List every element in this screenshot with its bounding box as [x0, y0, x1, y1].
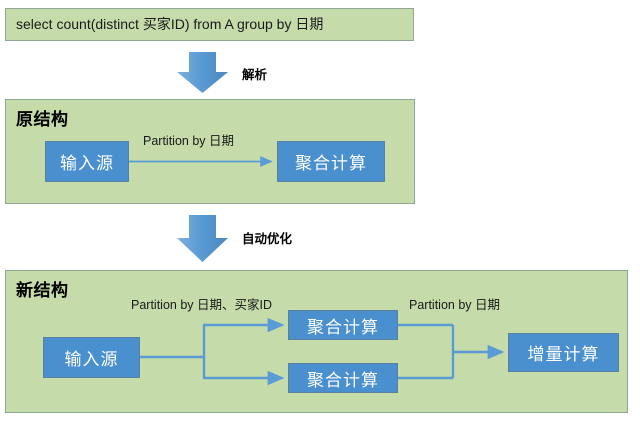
original-structure-title: 原结构 [16, 110, 69, 129]
new-partition-date-label: Partition by 日期 [409, 298, 501, 312]
auto-optimize-down-arrow-icon [177, 215, 228, 262]
new-incremental-compute-node: 增量计算 [508, 333, 619, 372]
original-aggregate-node: 聚合计算 [277, 141, 385, 182]
new-aggregate-top-node: 聚合计算 [288, 310, 398, 340]
sql-statement-text: select count(distinct 买家ID) from A group… [16, 16, 324, 32]
auto-optimize-step-label: 自动优化 [242, 232, 293, 246]
original-partition-label: Partition by 日期 [143, 134, 235, 148]
new-partition-date-buyer-label: Partition by 日期、买家ID [131, 298, 273, 312]
new-structure-title: 新结构 [16, 281, 69, 300]
parse-down-arrow-icon [177, 52, 228, 93]
sql-statement-box: select count(distinct 买家ID) from A group… [5, 8, 414, 41]
new-aggregate-bottom-node: 聚合计算 [288, 363, 398, 393]
new-input-source-node: 输入源 [43, 337, 140, 378]
original-input-source-node: 输入源 [45, 141, 129, 182]
parse-step-label: 解析 [242, 68, 268, 82]
